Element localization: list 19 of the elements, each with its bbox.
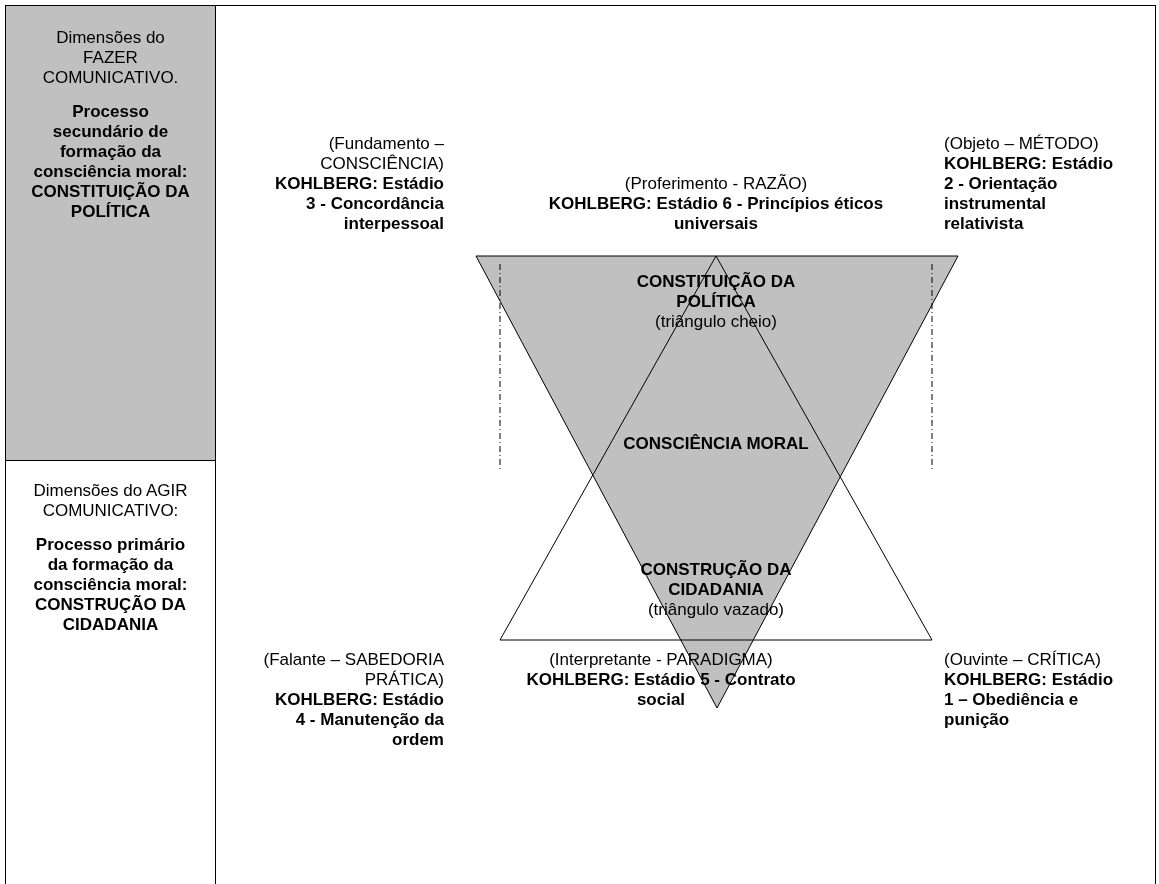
stage-label: KOHLBERG: Estádio 1 – Obediência e punição xyxy=(944,670,1115,730)
dimension-label: (Proferimento - RAZÃO) xyxy=(623,174,809,194)
node-title: Processo secundário de formação da consciência moral: CONSTITUIÇÃO DA POLÍTICA xyxy=(30,102,191,222)
stage-label: KOHLBERG: Estádio 4 - Manutenção da ordem xyxy=(273,690,444,750)
dimension-label: (Falante – SABEDORIA PRÁTICA) xyxy=(262,650,444,690)
dimension-label: (Ouvinte – CRÍTICA) xyxy=(944,650,1102,670)
dimension-label: (Fundamento – CONSCIÊNCIA) xyxy=(319,134,444,174)
stage-label: CONSCIÊNCIA MORAL xyxy=(622,434,810,454)
node-text: Dimensões do FAZER COMUNICATIVO. xyxy=(41,28,180,88)
node-text: Dimensões do AGIR COMUNICATIVO: xyxy=(32,481,189,521)
stage-label: KOHLBERG: Estádio 3 - Concordância interpessoal xyxy=(273,174,444,234)
node-text: (triângulo vazado) xyxy=(647,600,785,620)
stage-label: KOHLBERG: Estádio 6 - Princípios éticos universais xyxy=(547,194,885,234)
node-title: CONSTITUIÇÃO DA POLÍTICA xyxy=(635,272,797,312)
node-title: Processo primário da formação da consciência moral: CONSTRUÇÃO DA CIDADANIA xyxy=(32,535,189,635)
shaded-table-cell xyxy=(5,5,216,461)
dimension-label: (Objeto – MÉTODO) xyxy=(944,134,1100,154)
node-text: (triângulo cheio) xyxy=(655,312,777,332)
stage-label: KOHLBERG: Estádio 2 - Orientação instrumental relativista xyxy=(944,154,1114,234)
